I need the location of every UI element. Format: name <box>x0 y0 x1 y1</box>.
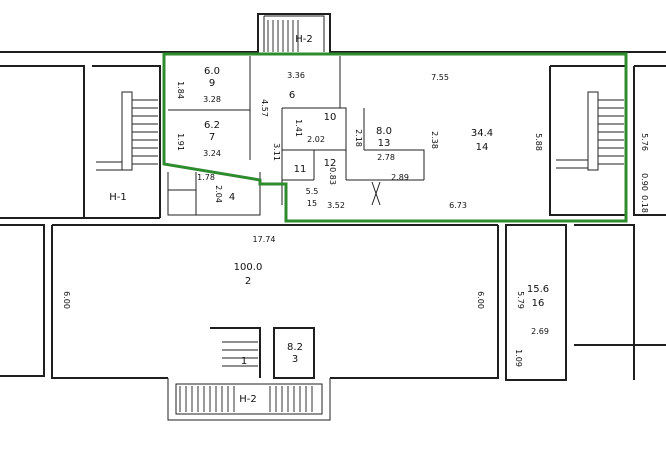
dim-3-36: 3.36 <box>287 71 305 80</box>
dim-2-78: 2.78 <box>377 153 395 162</box>
room-10-number: 10 <box>324 112 337 123</box>
room-15-area: 5.5 <box>306 187 319 196</box>
dim-2-18: 2.18 <box>354 129 363 147</box>
highlighted-zone <box>162 52 628 223</box>
room-3-area: 8.2 <box>287 342 303 353</box>
room-12-number: 12 <box>324 158 337 169</box>
room-2-area: 100.0 <box>234 262 263 273</box>
room-16-number: 16 <box>532 298 545 309</box>
room-labels: 6.0 9 6.2 7 6 10 2.02 8.0 13 34.4 14 11 … <box>204 66 549 367</box>
dim-1-91: 1.91 <box>176 133 185 151</box>
dim-3-24: 3.24 <box>203 149 221 158</box>
dim-6-00-left: 6.00 <box>62 291 71 309</box>
dim-17-74: 17.74 <box>253 235 276 244</box>
dim-3-52: 3.52 <box>327 201 345 210</box>
dim-6-00-right: 6.00 <box>476 291 485 309</box>
dim-0-18: 0.18 <box>640 195 649 213</box>
dim-5-79: 5.79 <box>516 291 525 309</box>
dim-6-73: 6.73 <box>449 201 467 210</box>
dim-4-57: 4.57 <box>260 99 269 117</box>
room-9-number: 9 <box>209 78 215 89</box>
stair-label-bottom: Н-2 <box>239 394 257 405</box>
room-14-area: 34.4 <box>471 128 493 139</box>
dim-1-41: 1.41 <box>294 119 303 137</box>
dim-2-69: 2.69 <box>531 327 549 336</box>
room-1-number: 1 <box>241 356 247 367</box>
dimension-labels: 1.84 3.28 1.91 3.24 3.36 4.57 7.55 3.11 … <box>62 71 649 367</box>
room-13-number: 13 <box>378 138 391 149</box>
stair-label-top: Н-2 <box>295 34 313 45</box>
room-11-number: 11 <box>294 164 307 175</box>
room-15-number: 15 <box>307 199 317 208</box>
dim-5-88: 5.88 <box>534 133 543 151</box>
room-2-number: 2 <box>245 276 251 287</box>
room-3-number: 3 <box>292 354 298 365</box>
room-13-area: 8.0 <box>376 126 392 137</box>
room-10-area: 2.02 <box>307 135 325 144</box>
dim-3-11: 3.11 <box>272 143 281 161</box>
dim-5-76: 5.76 <box>640 133 649 151</box>
dim-1-09: 1.09 <box>514 349 523 367</box>
room-6-number: 6 <box>289 90 295 101</box>
room-16-area: 15.6 <box>527 284 549 295</box>
room-7-number: 7 <box>209 132 215 143</box>
stairs <box>96 20 624 412</box>
room-14-number: 14 <box>476 142 489 153</box>
walls <box>0 13 666 421</box>
stair-label-left: Н-1 <box>109 192 127 203</box>
dim-2-89: 2.89 <box>391 173 409 182</box>
dim-1-84: 1.84 <box>176 81 185 99</box>
dim-7-55: 7.55 <box>431 73 449 82</box>
room-7-area: 6.2 <box>204 120 220 131</box>
dim-2-04: 2.04 <box>214 185 223 203</box>
dim-0-83: 0.83 <box>328 167 337 185</box>
dim-1-78: 1.78 <box>197 173 215 182</box>
dim-3-28: 3.28 <box>203 95 221 104</box>
room-9-area: 6.0 <box>204 66 220 77</box>
partitions <box>167 56 425 216</box>
room-4-number: 4 <box>229 192 235 203</box>
dim-0-90: 0.90 <box>640 173 649 191</box>
dim-2-38: 2.38 <box>430 131 439 149</box>
